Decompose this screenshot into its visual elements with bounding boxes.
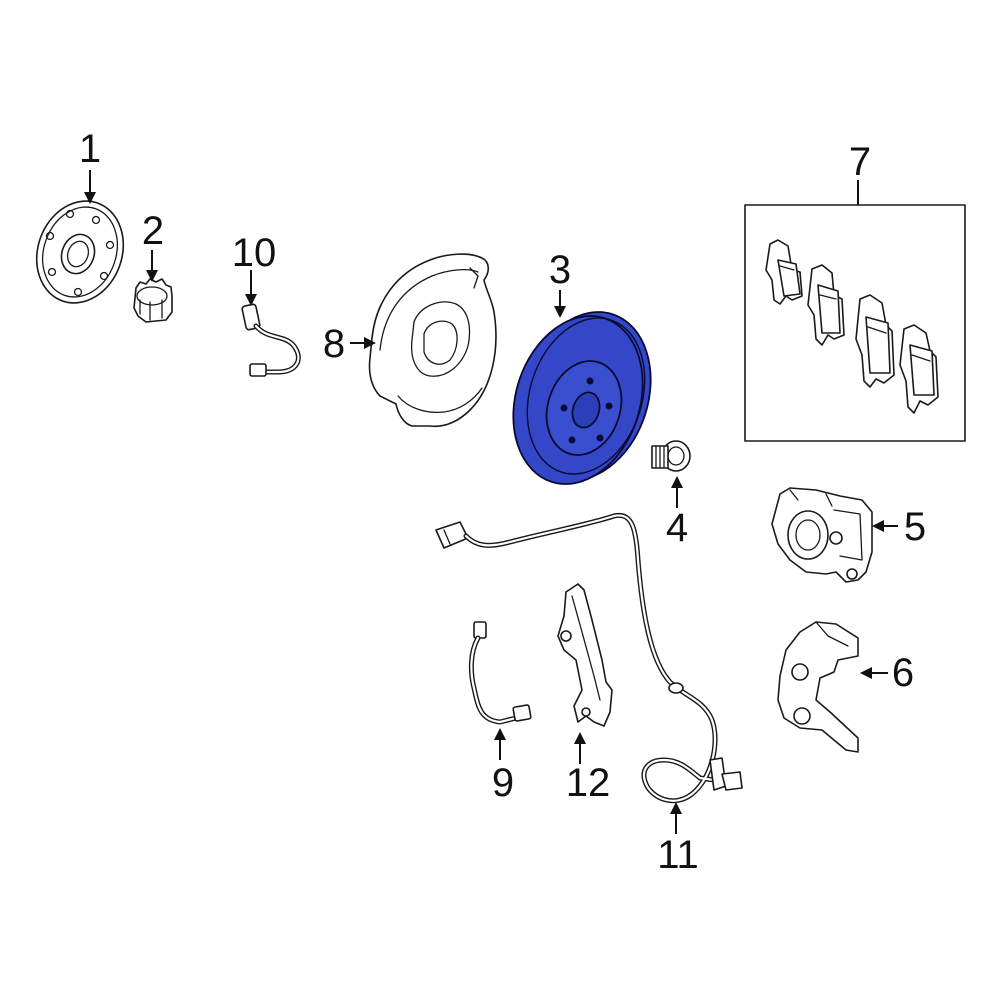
brake-caliper-part[interactable]	[771, 487, 873, 583]
brake-wear-sensor-part-10[interactable]	[241, 303, 301, 377]
callout-3: 3	[549, 248, 571, 292]
hub-part[interactable]	[23, 189, 138, 315]
abs-sensor-part[interactable]	[435, 512, 743, 804]
splash-shield-part[interactable]	[368, 253, 497, 428]
brake-rotor-part[interactable]	[492, 295, 671, 501]
caliper-bracket-part[interactable]	[777, 621, 859, 753]
callout-4: 4	[666, 506, 688, 550]
sensor-bracket-part[interactable]	[557, 583, 613, 727]
callout-labels: 1 2 10 8 3 4 5 6 7 9 12 11	[79, 127, 926, 877]
callout-12: 12	[566, 761, 611, 805]
brake-pad-set-part[interactable]	[744, 204, 966, 442]
callout-11: 11	[657, 833, 699, 877]
axle-nut-part[interactable]	[133, 278, 173, 323]
callout-7: 7	[849, 140, 871, 184]
callout-5: 5	[904, 505, 926, 549]
callout-9: 9	[492, 761, 514, 805]
leader-lines	[84, 170, 898, 834]
rotor-bolt-part[interactable]	[651, 440, 691, 472]
brake-wear-sensor-part-9[interactable]	[468, 621, 532, 725]
callout-10: 10	[232, 231, 277, 275]
callout-2: 2	[142, 209, 164, 253]
callout-6: 6	[892, 651, 914, 695]
callout-1: 1	[79, 127, 101, 171]
callout-8: 8	[323, 322, 345, 366]
